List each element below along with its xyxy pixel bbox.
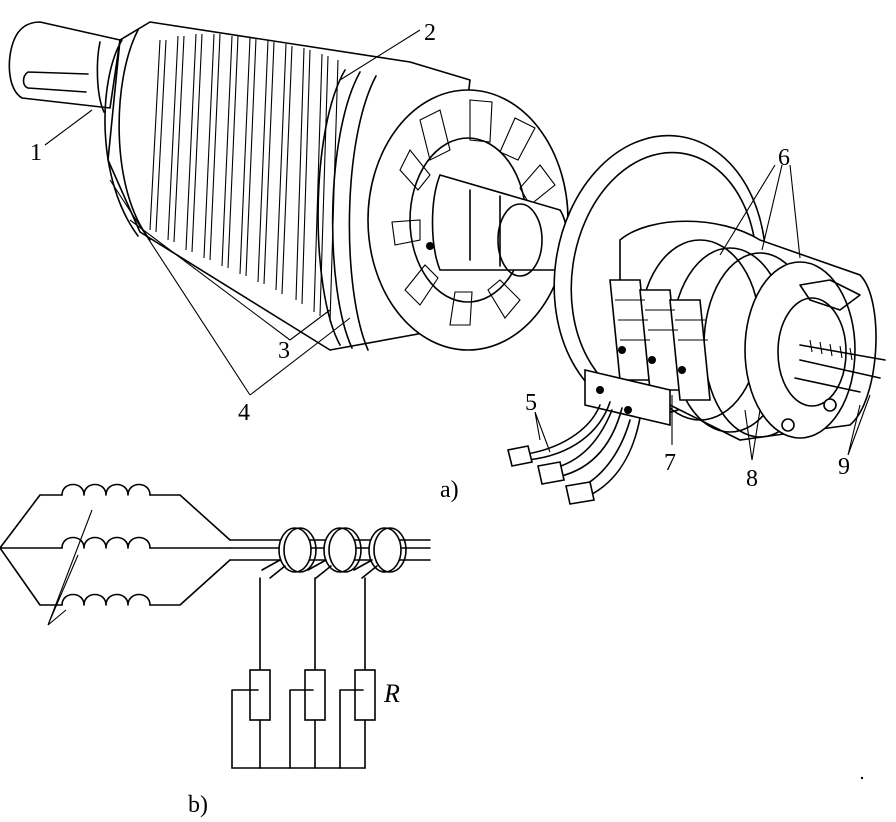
brush-holders [609, 279, 711, 401]
shaft-left [8, 21, 121, 113]
coils [61, 483, 151, 606]
rotor-core [104, 21, 569, 351]
rotor-assembly [8, 21, 886, 505]
resistor-2 [304, 669, 326, 721]
subfig-b-label: b) [188, 792, 208, 818]
leader-lines-a [44, 29, 871, 461]
lead-rods [781, 339, 886, 432]
resistor-1 [249, 669, 271, 721]
resistor-label: R [383, 679, 400, 708]
label-1: 1 [30, 140, 42, 166]
wye-winding-schematic [0, 483, 431, 769]
rotor-slots [149, 33, 339, 323]
label-3: 3 [278, 338, 290, 364]
label-6: 6 [778, 145, 790, 171]
label-8: 8 [746, 466, 758, 492]
slip-rings-schematic [229, 527, 431, 579]
subfig-a-label: a) [440, 477, 459, 503]
label-2: 2 [424, 20, 436, 46]
resistor-branches [231, 577, 376, 769]
label-4: 4 [238, 400, 250, 426]
label-9: 9 [838, 454, 850, 480]
label-7: 7 [664, 450, 676, 476]
slip-ring-assembly [507, 134, 886, 505]
label-5: 5 [525, 390, 537, 416]
cable-leads [507, 401, 641, 505]
resistor-3 [354, 669, 376, 721]
